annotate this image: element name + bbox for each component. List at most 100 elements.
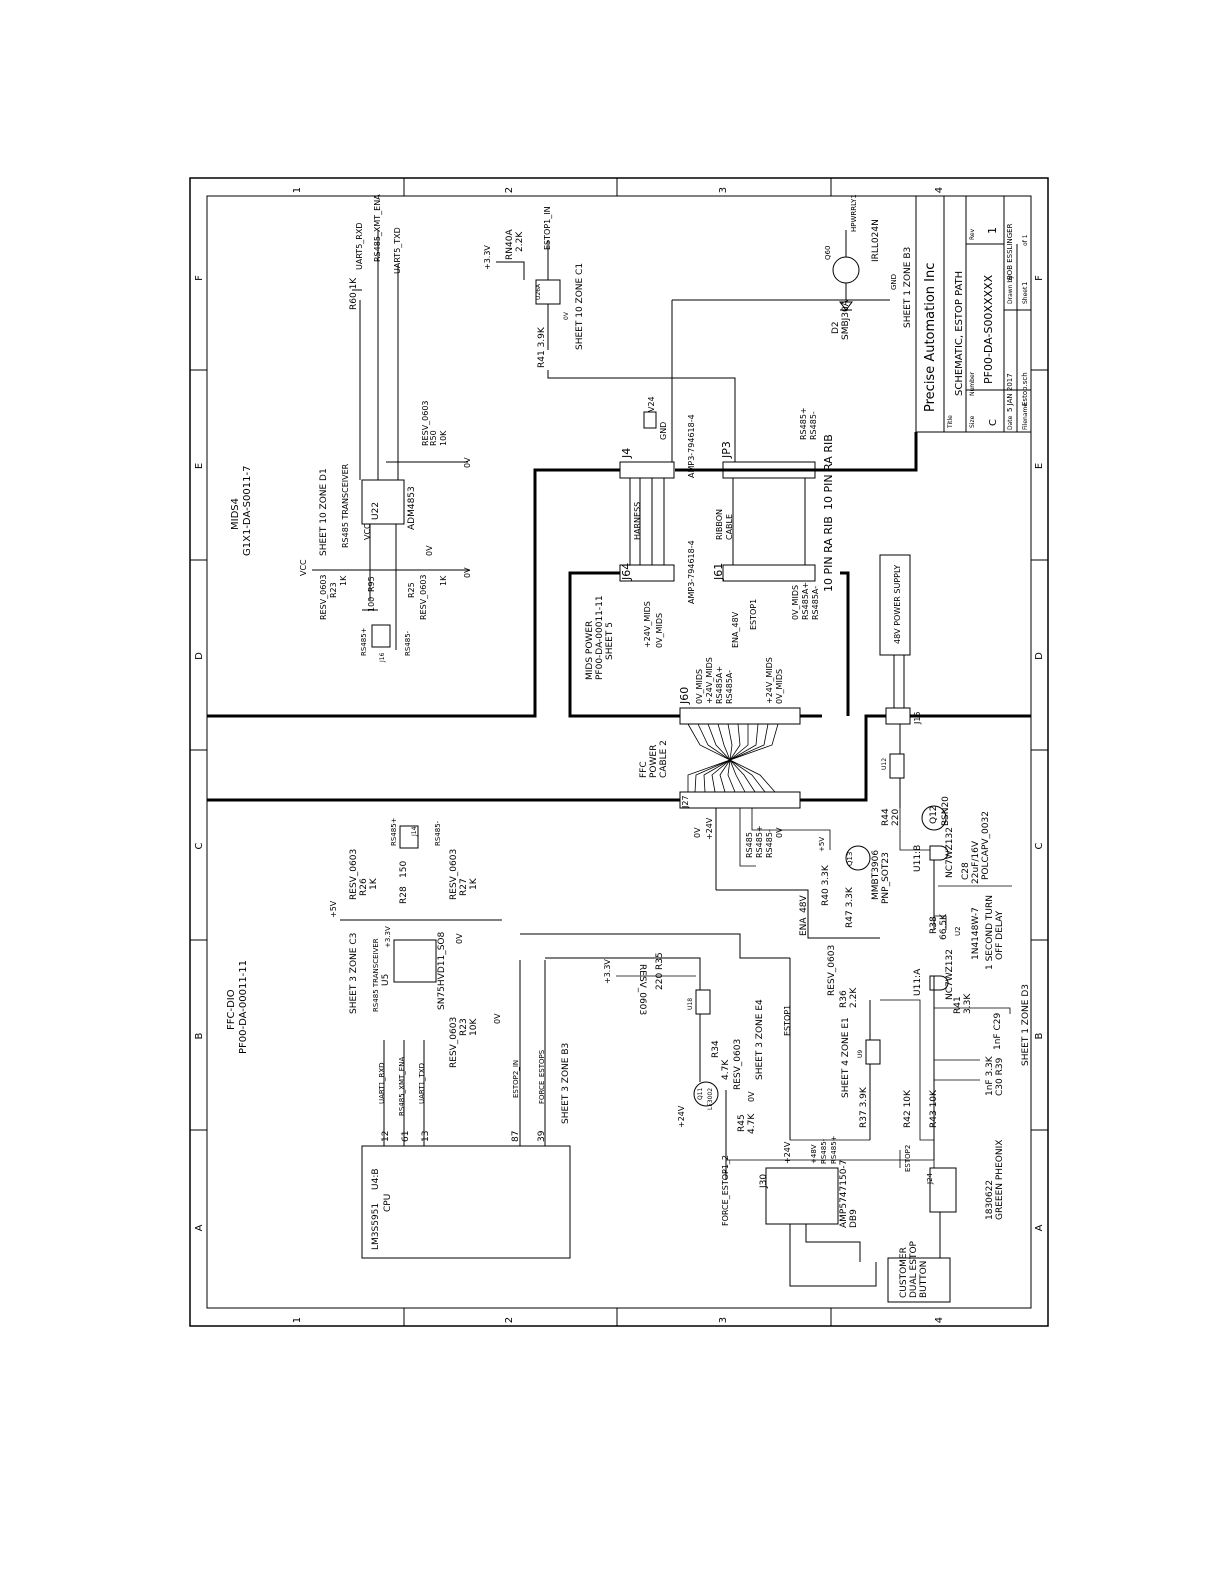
signal-wires [616,808,1012,1168]
u11a-gate [929,975,949,991]
rev-value: 1 [986,227,999,234]
estop1-label: ESTOP1 [783,1005,792,1036]
j61-label: J61 [712,563,725,581]
r26-value: 1K [369,877,379,890]
u11b-ref: U11:B [913,845,923,872]
r23-label: RESV_0603 [449,1017,459,1068]
r50-zv: 0V [463,457,472,468]
cpu-ref: U4:B [371,1168,381,1190]
u12-ref: U12 [881,758,888,770]
sheet4e1-ref: SHEET 4 ZONE E1 [841,1017,851,1098]
j27-zv-2: 0V [775,827,784,838]
r41-label: R41 3.9K [537,326,547,368]
j60-p24v-mids: +24V_MIDS [705,657,714,704]
gnd-label: GND [890,274,898,290]
j27-label: J27 [681,795,690,809]
j30-ref: J30 [759,1174,769,1189]
r36-ref: R36 [839,990,849,1008]
col-label: 3 [718,187,729,193]
ov-mids-label-2: 0V_MIDS [655,613,664,648]
j60-rs485am: RS485A- [725,670,734,704]
ena48-label: ENA_48V [799,894,809,936]
mids-power-part: PF00-DA-00011-11 [595,595,605,680]
ffc-dio-title: FFC-DIO [226,989,237,1030]
j27-rs485m: RS485- [765,829,774,858]
q11-ref: Q11 [697,1087,704,1100]
date-label: Date [1007,415,1014,430]
u22-zv: 0V [425,545,434,556]
mids4-title: MIDS4 [230,498,241,530]
rs485p-label: RS485+ [360,627,368,656]
r23-zv: 0V [493,1013,502,1024]
ribbon-label: RIBBON [715,509,724,540]
top-labels: +3.3V RN40A 2.2K ESTOP1_IN U26A 0V R41 3… [483,194,913,368]
j14-connector [399,825,419,849]
frame-labels: 1 2 3 4 1 2 3 4 F E D C B A F E D C B A [194,187,1045,1323]
sheet-of: of 1 [1022,234,1029,246]
lower-labels: +3.3V 220 R35 RESV_0603 U18 SHEET 3 ZONE… [603,758,1031,1298]
q13-part: MMBT3906 [871,850,881,900]
j60-ov-mids-2: 0V_MIDS [775,669,784,704]
v33-label: +3.3V [483,245,492,270]
col-label: 2 [504,1317,515,1323]
j30-rs485p: RS485+ [830,1135,838,1164]
r45-zv: 0V [747,1091,756,1102]
r45-ref: R45 [737,1114,747,1132]
cpu-pin-61: 61 [401,1131,411,1142]
hpwrrly-label: HPWRRLY1 [850,194,858,232]
c29-label: 1nF C29 [993,1013,1003,1050]
sheet3c3-ref: SHEET 3 ZONE C3 [349,933,359,1014]
rn40a-ref: RN40A [505,229,515,260]
cpu-chip-name: LM3S5951 [371,1203,381,1250]
r38-value: 66.5K [939,913,949,940]
top-section [496,230,890,429]
mids-power-sheet: SHEET 5 [605,622,615,660]
jp3-label: JP3 [720,441,733,459]
j60-ov-mids: 0V_MIDS [695,669,704,704]
vcc-label: VCC [299,559,308,576]
r23-label: RESV_0603 [319,574,328,620]
r47-label: R47 3.3K [845,886,855,928]
j14-label: J14 [411,826,418,837]
r23-value: 10K [469,1018,479,1036]
r44-value: 220 [891,809,901,826]
j60-rs485ap: RS485A+ [715,666,724,704]
q13-ref: Q13 [846,852,854,866]
row-label: C [194,842,205,849]
c28-ref: C28 [961,862,971,880]
q13-pkg: PNP_SOT23 [881,852,891,904]
j24-part: 1830622 [985,1180,995,1220]
col-label: 2 [504,187,515,193]
force-estops: FORCE_ESTOPS [538,1049,546,1104]
cable2-label: CABLE 2 [659,740,669,778]
r27-ref: R27 [459,878,469,896]
u11b-part: NC7WZ132 [945,827,955,878]
row-label: D [194,652,205,660]
r50-ref: R50 [429,430,438,446]
j30-part: AMP5747150-7 [839,1160,849,1228]
r25-value: 1K [439,575,448,586]
rs485m-label: RS485- [434,820,442,846]
cable-label: CABLE [725,514,734,540]
ena48-label: ENA_48V [731,611,740,648]
u9-ref: U9 [857,1050,864,1058]
r41-value: 3.3K [963,993,973,1014]
mids-power-title: MIDS POWER [585,621,595,680]
gnd-label: GND [659,422,668,440]
r35-type: RESV_0603 [637,964,647,1015]
cpu-pin-39: 39 [537,1130,547,1142]
drawn-by-value: BOB ESSLINGER [1006,223,1014,280]
q60-ref: Q60 [824,246,832,260]
u26-ref: U26A [535,283,542,300]
customer-button-box [887,1257,951,1303]
r28-value: 150 [399,861,409,878]
r40-label: R40 3.3K [821,864,831,906]
u18-ref: U18 [687,998,694,1010]
filename-value: Estop.sch [1021,372,1029,406]
u11b-gate [929,845,949,861]
u5-ref: U5 [381,974,391,986]
uart1-rxd: UART1_RXD [378,1062,386,1104]
c30-ref: C30 R39 [995,1057,1005,1096]
u22-part: ADM4853 [407,486,417,530]
j30-connector [765,1167,839,1225]
